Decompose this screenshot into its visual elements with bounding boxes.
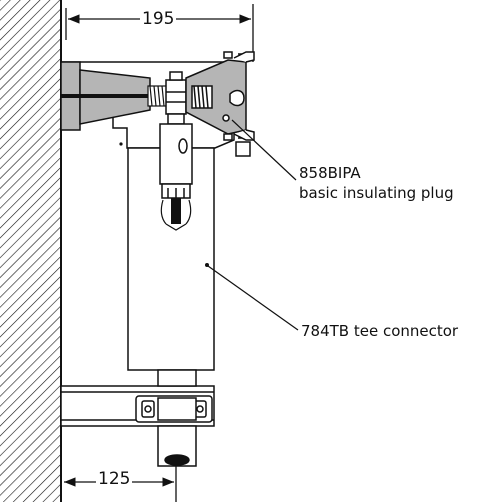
leader-lines [207, 119, 299, 331]
dimension-top-width: 195 [140, 9, 177, 29]
cable-sleeve [157, 369, 197, 467]
wall-bushing [60, 61, 151, 131]
label-plug-description: basic insulating plug [299, 184, 454, 202]
cable-clamp [135, 395, 213, 423]
connector-terminal [159, 113, 193, 199]
cable [160, 198, 192, 231]
label-plug-code: 858BIPA [299, 164, 361, 182]
label-tee-connector: 784TB tee connector [301, 322, 459, 340]
dimension-bottom-offset: 125 [96, 469, 133, 489]
wall-section [0, 0, 62, 502]
